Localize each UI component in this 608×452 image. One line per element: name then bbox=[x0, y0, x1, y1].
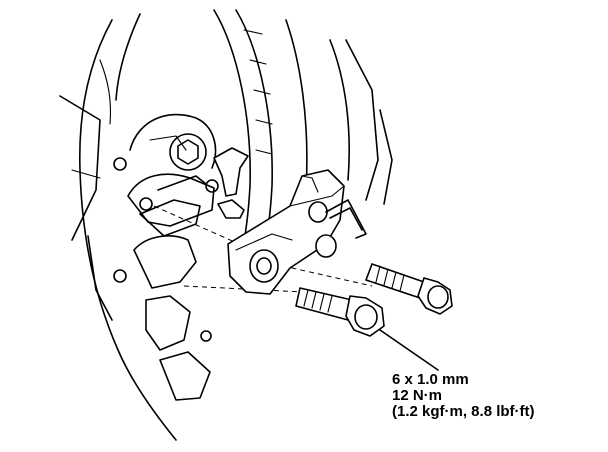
engine-block bbox=[59, 13, 219, 441]
bolt-lower bbox=[295, 287, 385, 337]
torque-spec-callout: 6 x 1.0 mm 12 N·m (1.2 kgf·m, 8.8 lbf·ft… bbox=[392, 372, 535, 420]
belt-guide-bracket bbox=[213, 147, 249, 219]
pin-stopper bbox=[325, 199, 367, 239]
torque-nm-label: 12 N·m bbox=[392, 387, 443, 404]
leader-line bbox=[379, 329, 439, 371]
timing-belt-tensioner bbox=[227, 169, 345, 295]
torque-alt-label: (1.2 kgf·m, 8.8 lbf·ft) bbox=[392, 403, 535, 420]
bolt-upper bbox=[365, 263, 453, 315]
bolt-size-label: 6 x 1.0 mm bbox=[392, 371, 469, 388]
